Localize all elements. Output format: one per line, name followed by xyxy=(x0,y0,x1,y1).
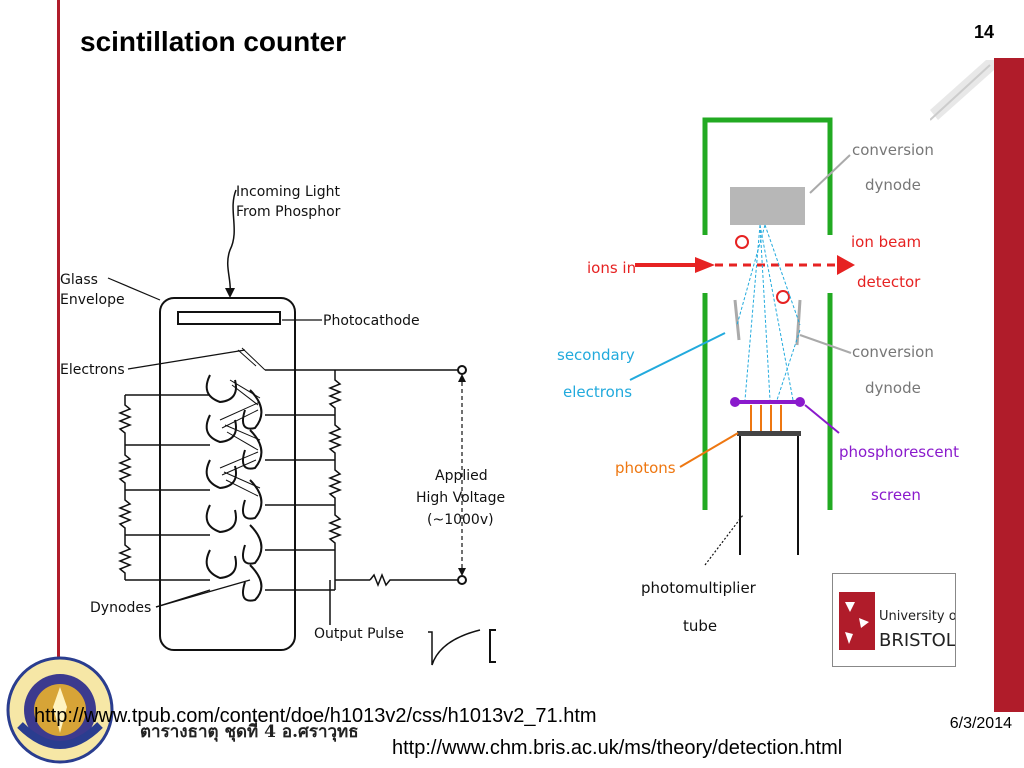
conversion-dynode-top-label-2: dynode xyxy=(865,176,921,194)
photomultiplier-label-2: tube xyxy=(683,617,717,635)
ion-symbol-2 xyxy=(776,290,790,304)
secondary-electrons-label-1: secondary xyxy=(557,346,635,364)
electrons-label: Electrons xyxy=(60,362,125,378)
bristol-logo-line1: University of xyxy=(879,609,955,624)
photomultiplier-tube xyxy=(739,432,799,555)
top-conversion-dynode xyxy=(730,187,805,225)
footer-thai-text: ตารางธาตุ ชุดที่ 4 อ.ศราวุทธ xyxy=(140,722,359,742)
output-pulse-label: Output Pulse xyxy=(314,626,404,642)
light-arrow-line xyxy=(227,189,237,295)
source-url-2[interactable]: http://www.chm.bris.ac.uk/ms/theory/dete… xyxy=(392,737,843,759)
secondary-electrons-label-2: electrons xyxy=(563,383,632,401)
photons-label: photons xyxy=(615,459,676,477)
page-number: 14 xyxy=(973,22,994,42)
photon-lines xyxy=(750,405,782,433)
terminal-top xyxy=(457,365,467,375)
university-of-bristol-logo: University of BRISTOL xyxy=(832,573,962,667)
electron-paths xyxy=(219,347,266,497)
phosphorescent-screen-label-1: phosphorescent xyxy=(839,443,959,461)
envelope-label: Envelope xyxy=(60,292,125,308)
conversion-dynode-bottom-label-1: conversion xyxy=(852,343,934,361)
ion-beam-label-1: ion beam xyxy=(851,233,921,251)
output-pulse-waveform xyxy=(428,629,481,666)
bristol-logo-line2: BRISTOL xyxy=(879,630,955,651)
corner-decoration xyxy=(930,58,1024,712)
conversion-dynode-top-label-1: conversion xyxy=(852,141,934,159)
slide-date: 6/3/2014 xyxy=(949,715,1012,732)
secondary-electron-paths xyxy=(736,224,801,401)
incoming-light-label: Incoming Light xyxy=(236,184,340,200)
high-voltage-label: High Voltage xyxy=(416,490,505,506)
left-resistor-chain xyxy=(117,394,210,581)
right-resistor-chain xyxy=(265,369,460,625)
photocathode-label: Photocathode xyxy=(323,313,420,329)
photocathode-plate xyxy=(177,311,281,325)
photomultiplier-label-1: photomultiplier xyxy=(641,579,757,597)
applied-label: Applied xyxy=(435,468,488,484)
light-arrowhead xyxy=(225,288,235,298)
terminal-bottom xyxy=(457,575,467,585)
bristol-crest xyxy=(839,592,875,650)
ion-beam-label-2: detector xyxy=(857,273,921,291)
school-seal-logo xyxy=(6,656,114,764)
conversion-dynode-bottom-label-2: dynode xyxy=(865,379,921,397)
pmt-schematic: Incoming Light From Phosphor Glass Envel… xyxy=(60,184,505,666)
phosphorescent-screen-label-2: screen xyxy=(871,486,921,504)
slide-title: scintillation counter xyxy=(80,26,347,57)
ions-in-label: ions in xyxy=(587,259,636,277)
ion-symbol-1 xyxy=(735,235,749,249)
from-phosphor-label: From Phosphor xyxy=(236,204,341,220)
voltage-value-label: (~1000v) xyxy=(427,512,494,528)
detector-housing xyxy=(702,117,833,510)
glass-label: Glass xyxy=(60,272,98,288)
glass-envelope xyxy=(159,297,296,651)
ion-detector-diagram: conversion dynode ions in ion beam detec… xyxy=(557,117,959,635)
left-accent-rule xyxy=(57,0,60,700)
dynodes-label: Dynodes xyxy=(90,600,151,616)
dynode-stack xyxy=(205,374,263,602)
source-url-1[interactable]: http://www.tpub.com/content/doe/h1013v2/… xyxy=(34,705,597,727)
